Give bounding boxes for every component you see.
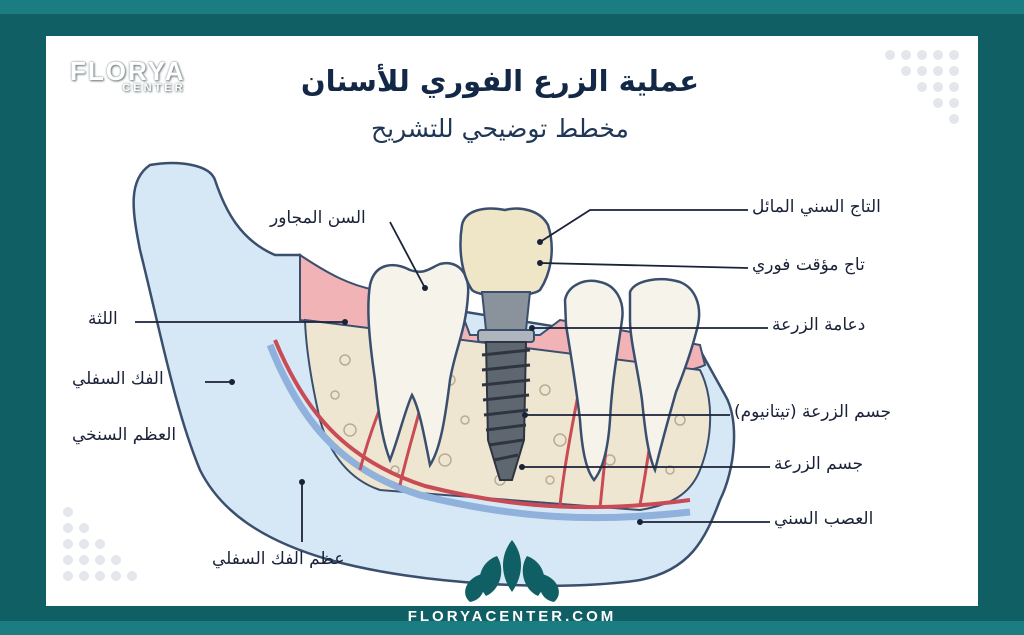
implant-threads bbox=[481, 348, 531, 462]
brand-sub: CENTER bbox=[122, 82, 186, 94]
label-alveolar-bone: العظم السنخي bbox=[72, 425, 177, 445]
label-lower-jaw: الفك السفلي bbox=[72, 369, 164, 389]
label-implant-body: جسم الزرعة bbox=[774, 454, 864, 474]
right-tooth-2 bbox=[628, 278, 701, 474]
leader-lines bbox=[135, 209, 770, 542]
footer-website[interactable]: FLORYACENTER.COM bbox=[407, 608, 617, 625]
frame-stripe-top bbox=[0, 0, 1024, 14]
label-implant-body-titanium: جسم الزرعة (تيتانيوم) bbox=[734, 402, 892, 422]
label-mandible-bone: عظم الفك السفلي bbox=[212, 549, 345, 569]
leaf-logo-icon bbox=[465, 540, 559, 602]
dental-nerve-red bbox=[273, 339, 691, 510]
implant-crown bbox=[459, 207, 553, 298]
page-title: عملية الزرع الفوري للأسنان bbox=[300, 64, 700, 98]
page-subtitle: مخطط توضيحي للتشريح bbox=[371, 114, 629, 143]
decorative-dots-top-right bbox=[885, 50, 959, 124]
brand-logo: FLORYA CENTER bbox=[70, 58, 186, 94]
label-crown-tilted: التاج السني المائل bbox=[752, 197, 881, 217]
implant-abutment bbox=[480, 291, 532, 331]
brand-name: FLORYA bbox=[70, 56, 186, 86]
right-tooth-1 bbox=[563, 279, 624, 483]
label-gum: اللثة bbox=[88, 309, 118, 329]
label-abutment: دعامة الزرعة bbox=[772, 315, 866, 335]
abutment-collar bbox=[477, 329, 535, 343]
frame-stripe-bottom bbox=[0, 621, 1024, 635]
decorative-dots-bottom-left bbox=[63, 507, 137, 581]
label-dental-nerve: العصب السني bbox=[774, 509, 874, 529]
leader-dots bbox=[229, 239, 643, 525]
label-temp-crown: تاج مؤقت فوري bbox=[752, 255, 865, 275]
label-adjacent-tooth: السن المجاور bbox=[270, 208, 366, 228]
dental-nerve-blue bbox=[266, 343, 691, 522]
adjacent-tooth bbox=[367, 261, 470, 469]
